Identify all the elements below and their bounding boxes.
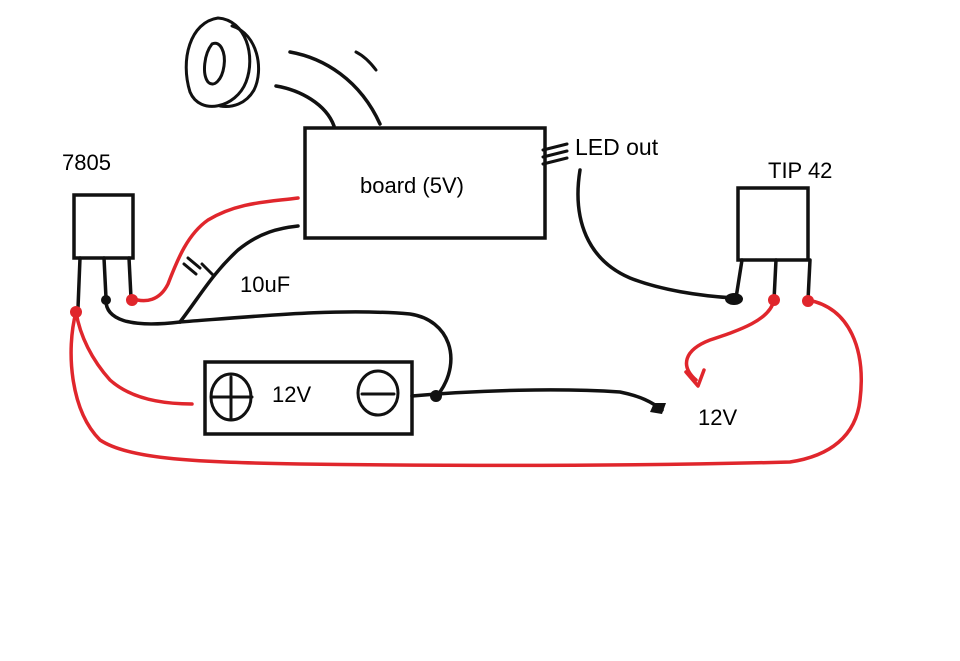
transistor-pin-emitter [806,258,812,302]
capacitor-symbol [182,256,216,278]
regulator-label: 7805 [62,150,111,175]
regulator-pin-output [127,256,133,300]
board-label: board (5V) [360,173,464,198]
transistor-tip42-body [736,186,810,262]
stray-mark [354,50,378,72]
regulator-input-dot [70,306,82,318]
regulator-pin-ground [102,256,108,300]
regulator-output-to-board-wire [129,196,300,303]
battery-minus-to-output-wire [410,388,664,412]
battery-plus-icon [209,372,254,422]
battery-minus-icon [356,369,400,417]
regulator-pin-input [76,256,82,310]
ground-wire-to-battery-minus [104,296,453,394]
battery-minus-dot [430,390,442,402]
led-out-label: LED out [575,134,659,160]
speaker-wire-1 [274,84,336,128]
positive-bus-to-emitter-wire [69,298,863,468]
capacitor-to-board-wire [178,224,300,324]
transistor-pin-base [734,258,744,300]
led-out-to-transistor-wire [576,168,736,300]
transistor-base-dot [725,293,743,305]
regulator-output-dot [126,294,138,306]
speaker-wire-2 [288,50,382,126]
transistor-pin-collector [772,258,778,302]
battery-label: 12V [272,382,311,407]
battery-plus-to-regulator-wire [74,310,194,406]
board-box [303,126,547,240]
transistor-emitter-dot [802,295,814,307]
ground-output-arrow [650,403,666,414]
collector-to-output-wire [684,298,776,382]
led-out-pins [541,142,569,166]
speaker-icon [184,16,261,108]
transistor-collector-dot [768,294,780,306]
capacitor-label: 10uF [240,272,290,297]
regulator-7805-body [72,193,135,260]
collector-output-arrow [684,368,706,388]
transistor-label: TIP 42 [768,158,832,183]
output-voltage-label: 12V [698,405,737,430]
regulator-ground-dot [101,295,111,305]
